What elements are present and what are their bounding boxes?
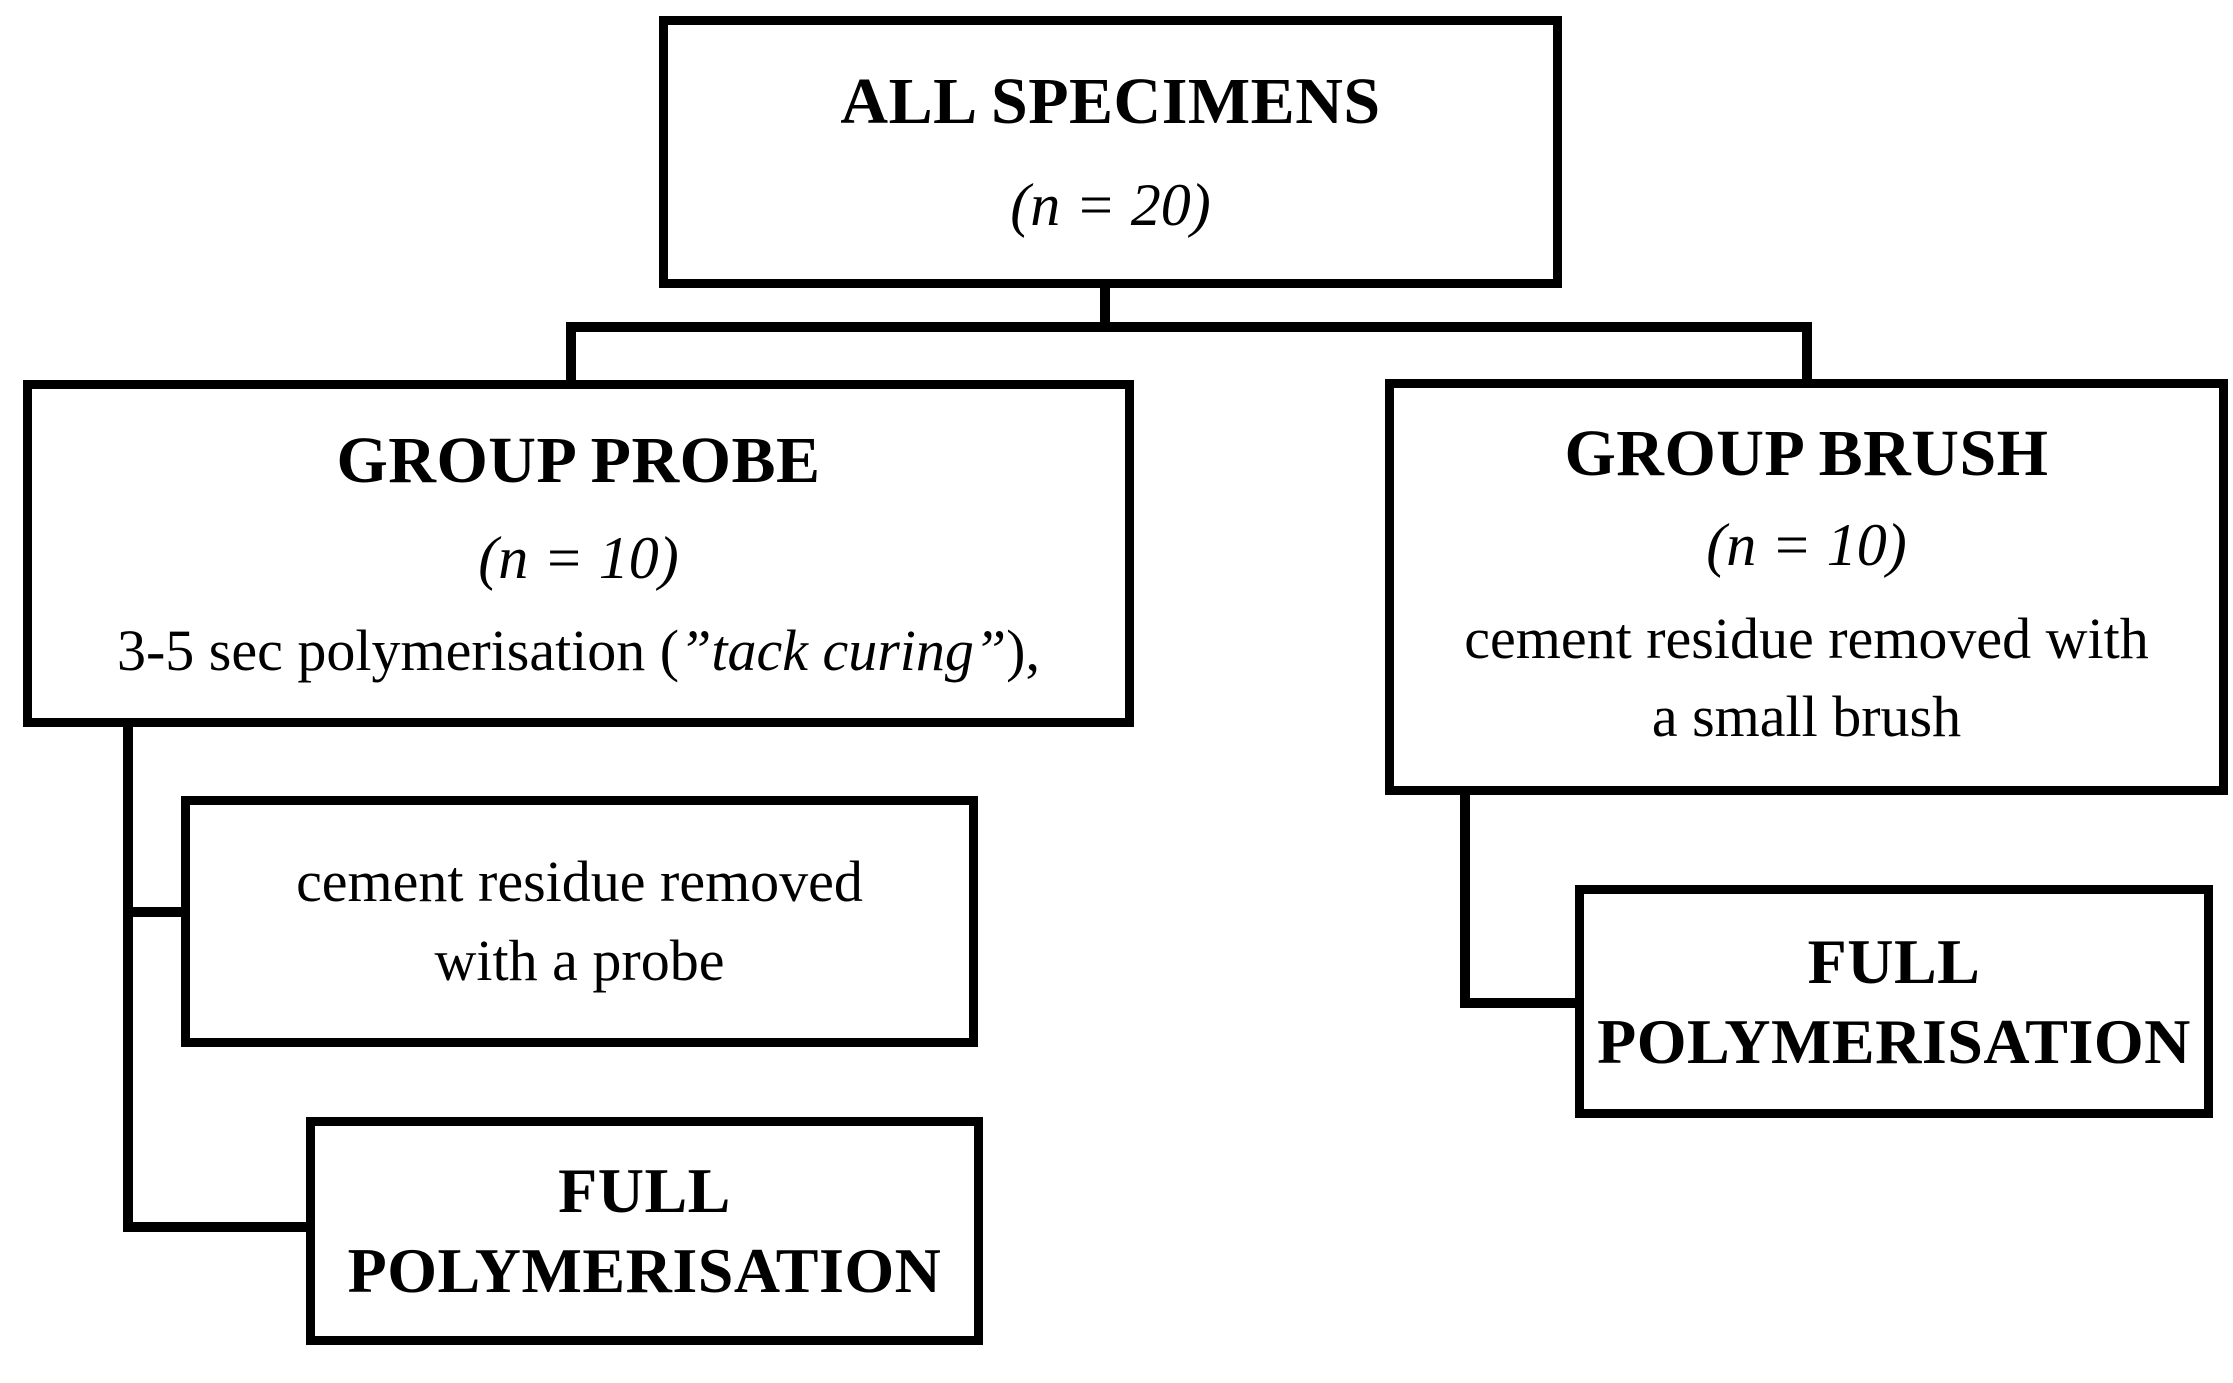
connector-branch-bar xyxy=(566,322,1812,332)
node-probe-residue-removal: cement residue removed with a probe xyxy=(181,796,978,1047)
group-probe-title: GROUP PROBE xyxy=(336,423,821,497)
connector-drop-to-group-probe xyxy=(566,322,576,385)
node-group-brush: GROUP BRUSH (n = 10) cement residue remo… xyxy=(1385,379,2228,795)
connector-probe-full-poly-stub xyxy=(123,1222,315,1232)
connector-probe-vertical-rail xyxy=(123,718,133,1232)
connector-drop-to-group-brush xyxy=(1802,322,1812,384)
node-brush-full-polymerisation: FULL POLYMERISATION xyxy=(1575,885,2213,1118)
node-group-probe: GROUP PROBE (n = 10) 3-5 sec polymerisat… xyxy=(23,380,1134,727)
all-specimens-count: (n = 20) xyxy=(1010,171,1211,238)
group-brush-count: (n = 10) xyxy=(1706,512,1907,578)
group-probe-count: (n = 10) xyxy=(478,524,679,591)
group-probe-note: 3-5 sec polymerisation (”tack curing”), xyxy=(116,617,1040,683)
connector-all-specimens-stub xyxy=(1100,284,1110,332)
node-all-specimens: ALL SPECIMENS (n = 20) xyxy=(659,16,1562,288)
connector-brush-vertical-rail xyxy=(1460,786,1470,1008)
connector-brush-full-poly-stub xyxy=(1460,998,1585,1008)
group-brush-note: cement residue removed with a small brus… xyxy=(1464,605,2149,749)
connector-probe-residue-stub xyxy=(123,907,185,917)
all-specimens-title: ALL SPECIMENS xyxy=(840,65,1381,139)
node-probe-full-polymerisation: FULL POLYMERISATION xyxy=(306,1117,983,1345)
group-brush-title: GROUP BRUSH xyxy=(1564,416,2049,490)
